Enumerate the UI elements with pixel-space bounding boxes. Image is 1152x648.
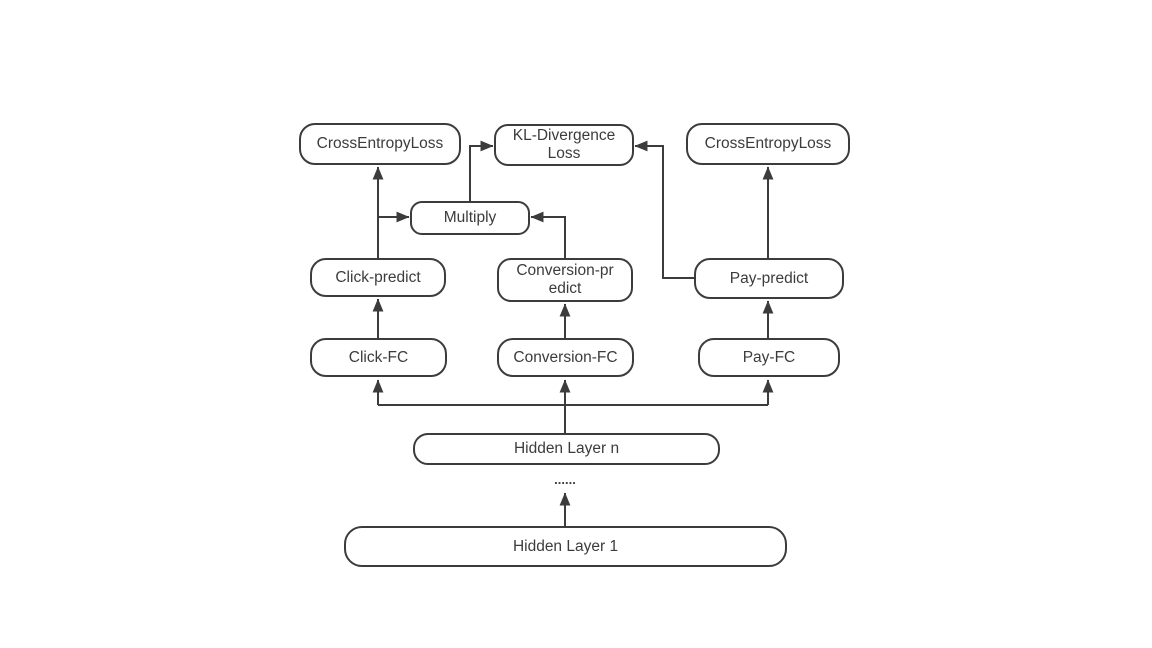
node-click-predict-label: Click-predict: [335, 268, 421, 286]
edge-conversion-predict-to-multiply: [530, 211, 566, 258]
node-multiply: Multiply: [410, 201, 530, 235]
node-conversion-fc-label: Conversion-FC: [513, 348, 618, 366]
node-hidden-layer-n-label: Hidden Layer n: [513, 440, 620, 457]
node-conversion-predict: Conversion-pr edict: [497, 258, 633, 302]
node-cross-entropy-loss-left-label: CrossEntropyLoss: [316, 135, 444, 152]
node-hidden-layer-1-label: Hidden Layer 1: [512, 537, 619, 555]
node-click-fc-label: Click-FC: [348, 348, 409, 366]
edge-hidden-layer-n-branch: [378, 404, 768, 433]
node-hidden-layer-1: Hidden Layer 1: [344, 526, 787, 567]
node-pay-fc: Pay-FC: [698, 338, 840, 377]
node-cross-entropy-loss-right: CrossEntropyLoss: [686, 123, 850, 165]
edge-multiply-to-kl-divergence-loss: [469, 140, 494, 201]
node-click-predict: Click-predict: [310, 258, 446, 297]
node-hidden-layer-n: Hidden Layer n: [413, 433, 720, 465]
node-pay-predict: Pay-predict: [694, 258, 844, 299]
node-conversion-fc: Conversion-FC: [497, 338, 634, 377]
node-click-fc: Click-FC: [310, 338, 447, 377]
node-multiply-label: Multiply: [443, 209, 497, 226]
node-kl-divergence-loss: KL-Divergence Loss: [494, 124, 634, 166]
node-pay-predict-label: Pay-predict: [729, 269, 809, 287]
node-pay-fc-label: Pay-FC: [742, 348, 796, 366]
node-cross-entropy-loss-left: CrossEntropyLoss: [299, 123, 461, 165]
node-cross-entropy-loss-right-label: CrossEntropyLoss: [704, 135, 832, 152]
node-kl-divergence-loss-label: KL-Divergence Loss: [512, 127, 616, 162]
ellipsis-between-hidden-layers: ......: [554, 472, 576, 487]
node-conversion-predict-label: Conversion-pr edict: [516, 262, 614, 297]
edge-pay-predict-to-kl-divergence-loss: [634, 140, 694, 279]
